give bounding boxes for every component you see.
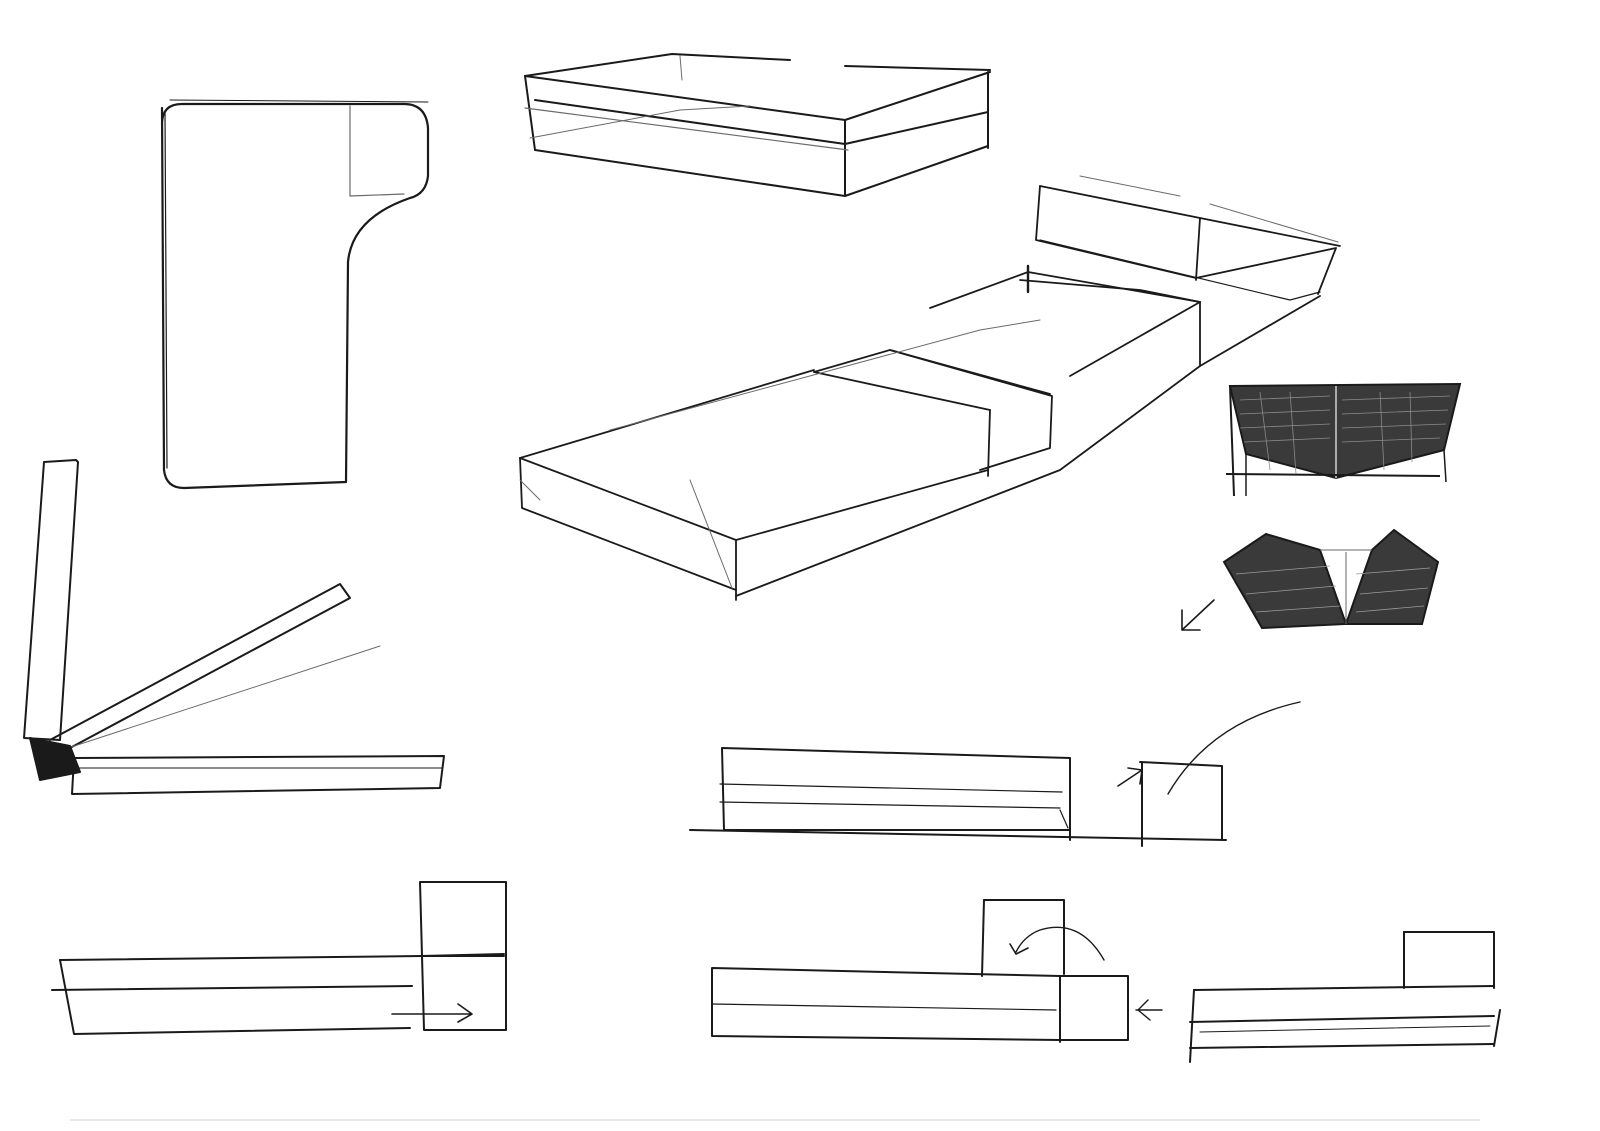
folding-lounger-perspective: [519, 175, 1341, 601]
flat-cushion-block-perspective: [524, 53, 991, 197]
sofa-side-elevation-slide: [51, 881, 507, 1035]
folding-shell-elevation: [1225, 382, 1462, 497]
sofa-side-elevation-final: [1189, 931, 1501, 1063]
sofa-plan-view: [160, 99, 430, 490]
hinged-backrest-side-view: [23, 459, 445, 795]
sofa-side-elevation-swing: [689, 701, 1301, 847]
folding-shell-open-view: [1181, 528, 1440, 631]
sofa-side-elevation-flip: [711, 899, 1163, 1043]
